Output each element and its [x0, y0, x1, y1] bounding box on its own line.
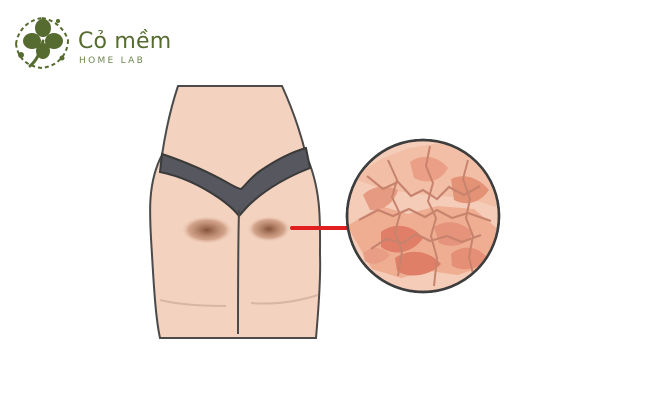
cracked-skin-zoom: [345, 138, 501, 294]
brand-tagline: HOME LAB: [79, 56, 146, 66]
buttocks-figure: [149, 85, 322, 339]
right-dark-patch: [247, 216, 291, 242]
left-dark-patch: [181, 216, 233, 244]
brand-name: Cỏ mềm: [78, 29, 172, 54]
clover-leaf-icon: [15, 17, 69, 69]
brand-logo: Cỏ mềm HOME LAB: [12, 10, 182, 74]
